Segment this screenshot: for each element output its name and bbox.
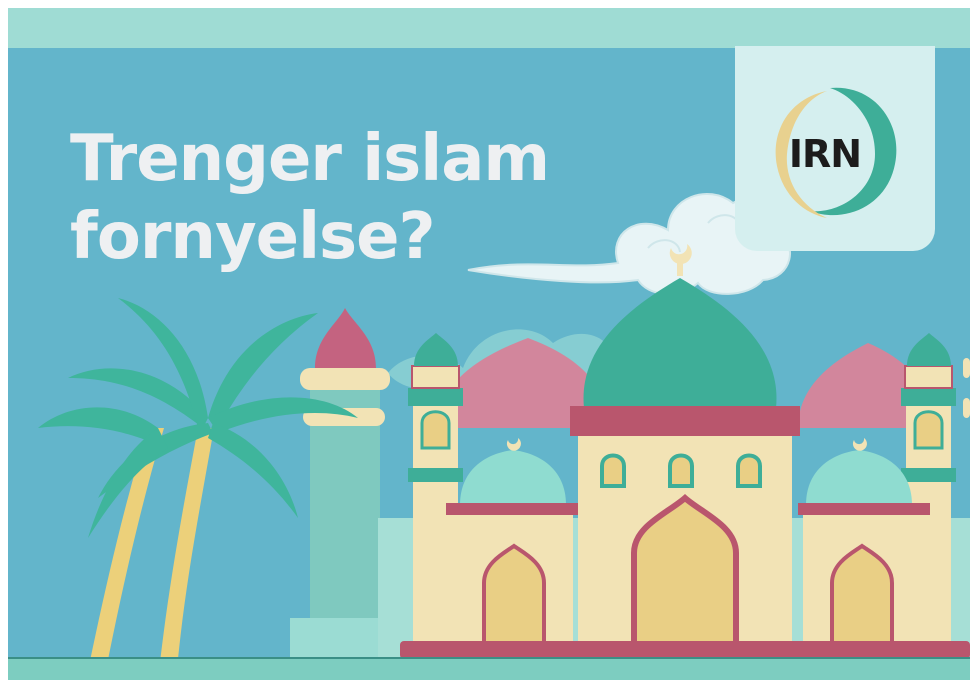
side-minarets <box>408 333 970 648</box>
main-dome <box>583 244 777 408</box>
logo-card: IRN <box>735 46 935 251</box>
logo-text: IRN <box>788 132 862 176</box>
side-domes <box>446 438 930 515</box>
page-title: Trenger islam fornyelse? <box>70 120 550 276</box>
palm-trees <box>38 298 358 680</box>
title-line-2: fornyelse? <box>70 200 436 274</box>
thumbnail-frame: IRN Trenger islam fornyelse? <box>8 8 970 680</box>
crescent-logo-icon <box>775 87 897 218</box>
title-line-1: Trenger islam <box>70 122 550 196</box>
